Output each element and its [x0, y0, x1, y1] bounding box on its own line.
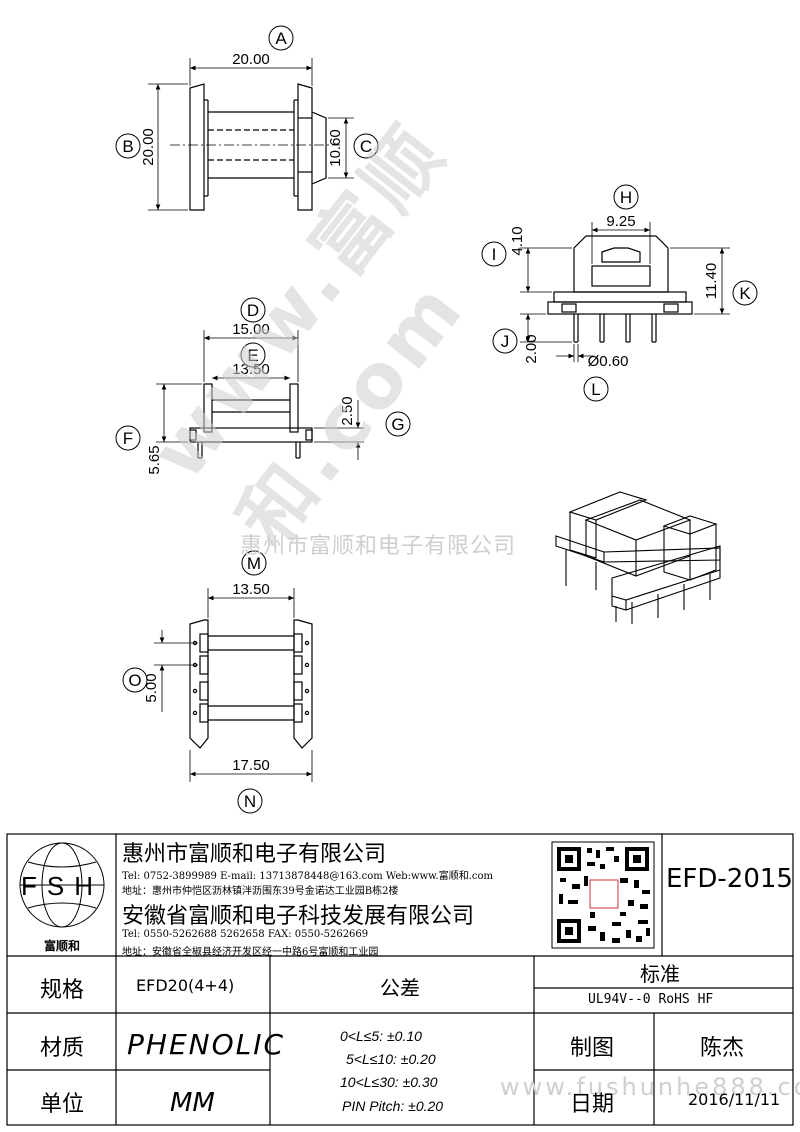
standard-value: UL94V--0 RoHS HF — [588, 992, 714, 1007]
dim-c: 10.60 — [327, 129, 344, 167]
company-1-name: 惠州市富顺和电子有限公司 — [122, 842, 387, 867]
tolerance-line-4: PIN Pitch: ±0.20 — [342, 1098, 444, 1114]
svg-text:B: B — [122, 137, 133, 156]
callout-n — [237, 788, 263, 814]
date-label: 日期 — [570, 1092, 615, 1117]
title-block-frame — [6, 833, 794, 1126]
material-label: 材质 — [40, 1036, 85, 1061]
qr-code — [551, 841, 655, 949]
dim-j: 2.00 — [523, 334, 540, 363]
svg-text:E: E — [247, 346, 258, 365]
company-1-contact: Tel: 0752-3899989 E-mail: 13713878448@16… — [122, 871, 493, 882]
standard-label: 标准 — [640, 962, 680, 986]
logo-caption: 富顺和 — [44, 938, 80, 953]
svg-text:A: A — [275, 29, 287, 48]
dim-f: 5.65 — [146, 445, 163, 474]
svg-text:M: M — [247, 554, 261, 573]
svg-text:K: K — [739, 284, 751, 303]
svg-text:N: N — [244, 792, 256, 811]
tolerance-line-2: 5<L≤10: ±0.20 — [346, 1051, 436, 1067]
dim-g: 2.50 — [339, 396, 356, 425]
tolerance-label: 公差 — [380, 976, 420, 1000]
drawn-label: 制图 — [570, 1036, 615, 1061]
bottom-view — [189, 619, 313, 749]
dim-b: 20.00 — [140, 128, 157, 166]
dim-k: 11.40 — [703, 263, 720, 299]
company-2-address: 地址：安徽省全椒县经济开发区经一中路6号富顺和工业园 — [122, 947, 379, 958]
front-view — [189, 383, 313, 459]
svg-text:F: F — [123, 429, 133, 448]
part-number: EFD-2015 — [666, 864, 793, 894]
svg-text:J: J — [501, 332, 510, 351]
callout-l — [583, 376, 609, 402]
dim-n: 17.50 — [232, 757, 270, 774]
dim-e: 13.50 — [232, 361, 270, 378]
drawn-value: 陈杰 — [700, 1036, 745, 1061]
spec-label: 规格 — [40, 978, 85, 1003]
callout-letters: A B C D E F G H I J K L M N O — [122, 29, 751, 811]
callout-o — [122, 667, 148, 693]
top-view — [170, 83, 340, 211]
callout-m — [241, 550, 267, 576]
dim-d: 15.00 — [232, 321, 270, 338]
side-view — [547, 235, 693, 343]
dim-o: 5.00 — [143, 673, 160, 702]
dim-h: 9.25 — [606, 213, 635, 230]
company-1-address: 地址：惠州市仲恺区沥林镇泮沥围东39号金诺达工业园B栋2楼 — [122, 886, 399, 897]
spec-value: EFD20(4+4) — [136, 976, 235, 995]
isometric-view — [555, 491, 721, 624]
callout-c — [353, 133, 379, 159]
svg-text:I: I — [492, 245, 497, 264]
svg-text:L: L — [591, 380, 600, 399]
dim-m: 13.50 — [232, 581, 270, 598]
fsh-logo — [19, 842, 105, 928]
callout-bubbles — [115, 25, 758, 814]
callout-f — [115, 425, 141, 451]
material-value: PHENOLIC — [127, 1028, 286, 1061]
dim-l: Ø0.60 — [588, 353, 629, 370]
callout-b — [115, 133, 141, 159]
company-2-name: 安徽省富顺和电子科技发展有限公司 — [122, 904, 475, 929]
svg-text:D: D — [247, 301, 259, 320]
unit-label: 单位 — [40, 1092, 85, 1117]
dimension-values: 20.00 20.00 10.60 15.00 13.50 5.65 2.50 … — [140, 51, 720, 774]
callout-d — [240, 297, 266, 323]
dim-i: 4.10 — [509, 226, 526, 255]
callout-j — [492, 328, 518, 354]
svg-text:O: O — [128, 671, 141, 690]
callout-g — [385, 411, 411, 437]
callout-a — [268, 25, 294, 51]
callout-e — [240, 342, 266, 368]
unit-value: MM — [170, 1088, 215, 1118]
svg-text:H: H — [620, 188, 632, 207]
date-value: 2016/11/11 — [688, 1090, 781, 1109]
logo-letters: FSH — [21, 871, 103, 901]
company-2-contact: Tel: 0550-5262688 5262658 FAX: 0550-5262… — [122, 929, 369, 940]
callout-h — [613, 184, 639, 210]
dim-a: 20.00 — [232, 51, 270, 68]
svg-text:G: G — [391, 415, 404, 434]
tolerance-line-3: 10<L≤30: ±0.30 — [340, 1074, 438, 1090]
tolerance-line-1: 0<L≤5: ±0.10 — [340, 1028, 422, 1044]
callout-k — [732, 280, 758, 306]
callout-i — [481, 241, 507, 267]
svg-text:C: C — [360, 137, 372, 156]
